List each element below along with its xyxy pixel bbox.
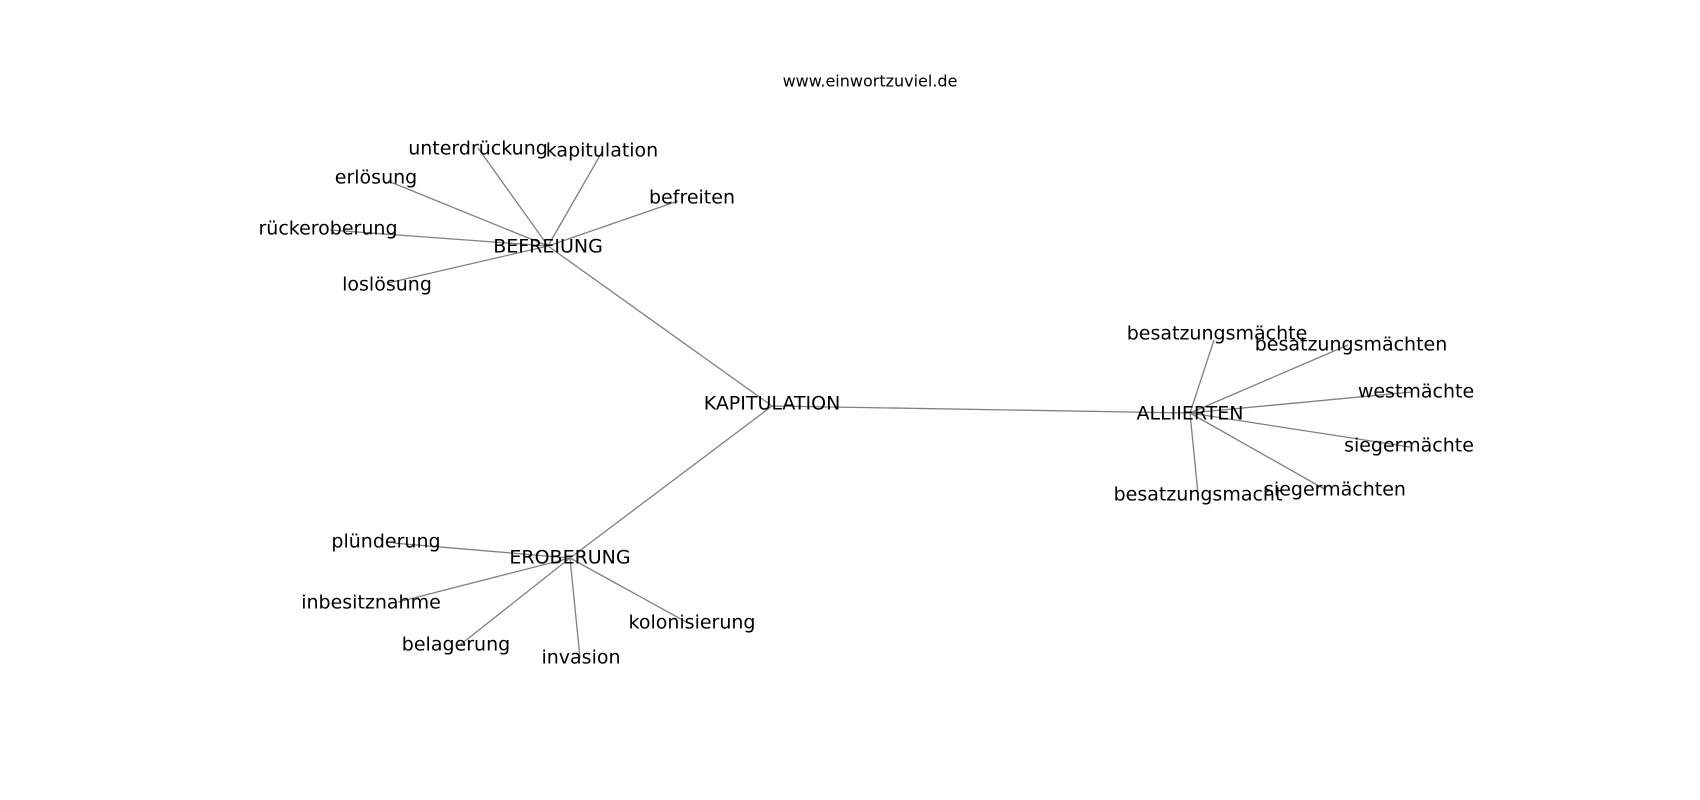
edge-eroberung-kolonisierung [569, 557, 689, 624]
node-word: westmächte [1358, 381, 1474, 403]
edge-center-befreiung [547, 245, 773, 407]
edge-eroberung-belagerung [459, 557, 571, 646]
edge-alliierten-besatzungsmaechte [1189, 339, 1215, 414]
node-word: befreiten [649, 187, 735, 209]
node-hub-befreiung: BEFREIUNG [493, 236, 603, 258]
node-word: rückeroberung [258, 218, 397, 240]
node-word: siegermächten [1264, 479, 1406, 501]
edge-center-alliierten [771, 405, 1191, 414]
edge-eroberung-inbesitznahme [397, 557, 571, 603]
node-hub-alliierten: ALLIIERTEN [1136, 403, 1243, 425]
node-word: besatzungsmächten [1255, 334, 1448, 356]
edge-alliierten-siegermaechte [1189, 412, 1411, 448]
node-center: KAPITULATION [704, 393, 841, 415]
node-word: inbesitznahme [301, 592, 441, 614]
edge-center-eroberung [569, 405, 773, 559]
node-word: erlösung [335, 167, 417, 189]
node-word: siegermächte [1344, 435, 1474, 457]
node-word: belagerung [402, 634, 510, 656]
edge-befreiung-kapitulation [547, 151, 603, 247]
node-word: besatzungsmacht [1114, 484, 1283, 506]
node-word: unterdrückung [408, 138, 548, 160]
edge-befreiung-rueckeroberung [329, 229, 549, 247]
edge-alliierten-besatzungsmacht [1189, 412, 1199, 495]
node-word: kapitulation [546, 140, 658, 162]
edge-befreiung-unterdrueckung [477, 147, 549, 247]
edge-befreiung-befreiten [547, 200, 679, 247]
edge-befreiung-losloesung [387, 245, 549, 284]
edge-befreiung-erloesung [387, 180, 549, 247]
edge-alliierten-westmaechte [1189, 391, 1413, 414]
node-word: plünderung [331, 531, 440, 553]
node-word: invasion [541, 647, 620, 669]
edge-alliierten-besatzungsmaechten [1189, 344, 1349, 414]
edge-eroberung-pluenderung [392, 542, 571, 559]
node-word: besatzungsmächte [1127, 323, 1308, 345]
node-word: loslösung [342, 274, 432, 296]
node-hub-eroberung: EROBERUNG [509, 547, 630, 569]
site-url: www.einwortzuviel.de [783, 72, 958, 91]
edge-eroberung-invasion [569, 557, 581, 659]
node-word: kolonisierung [629, 612, 756, 634]
edge-alliierten-siegermaechten [1189, 412, 1327, 491]
